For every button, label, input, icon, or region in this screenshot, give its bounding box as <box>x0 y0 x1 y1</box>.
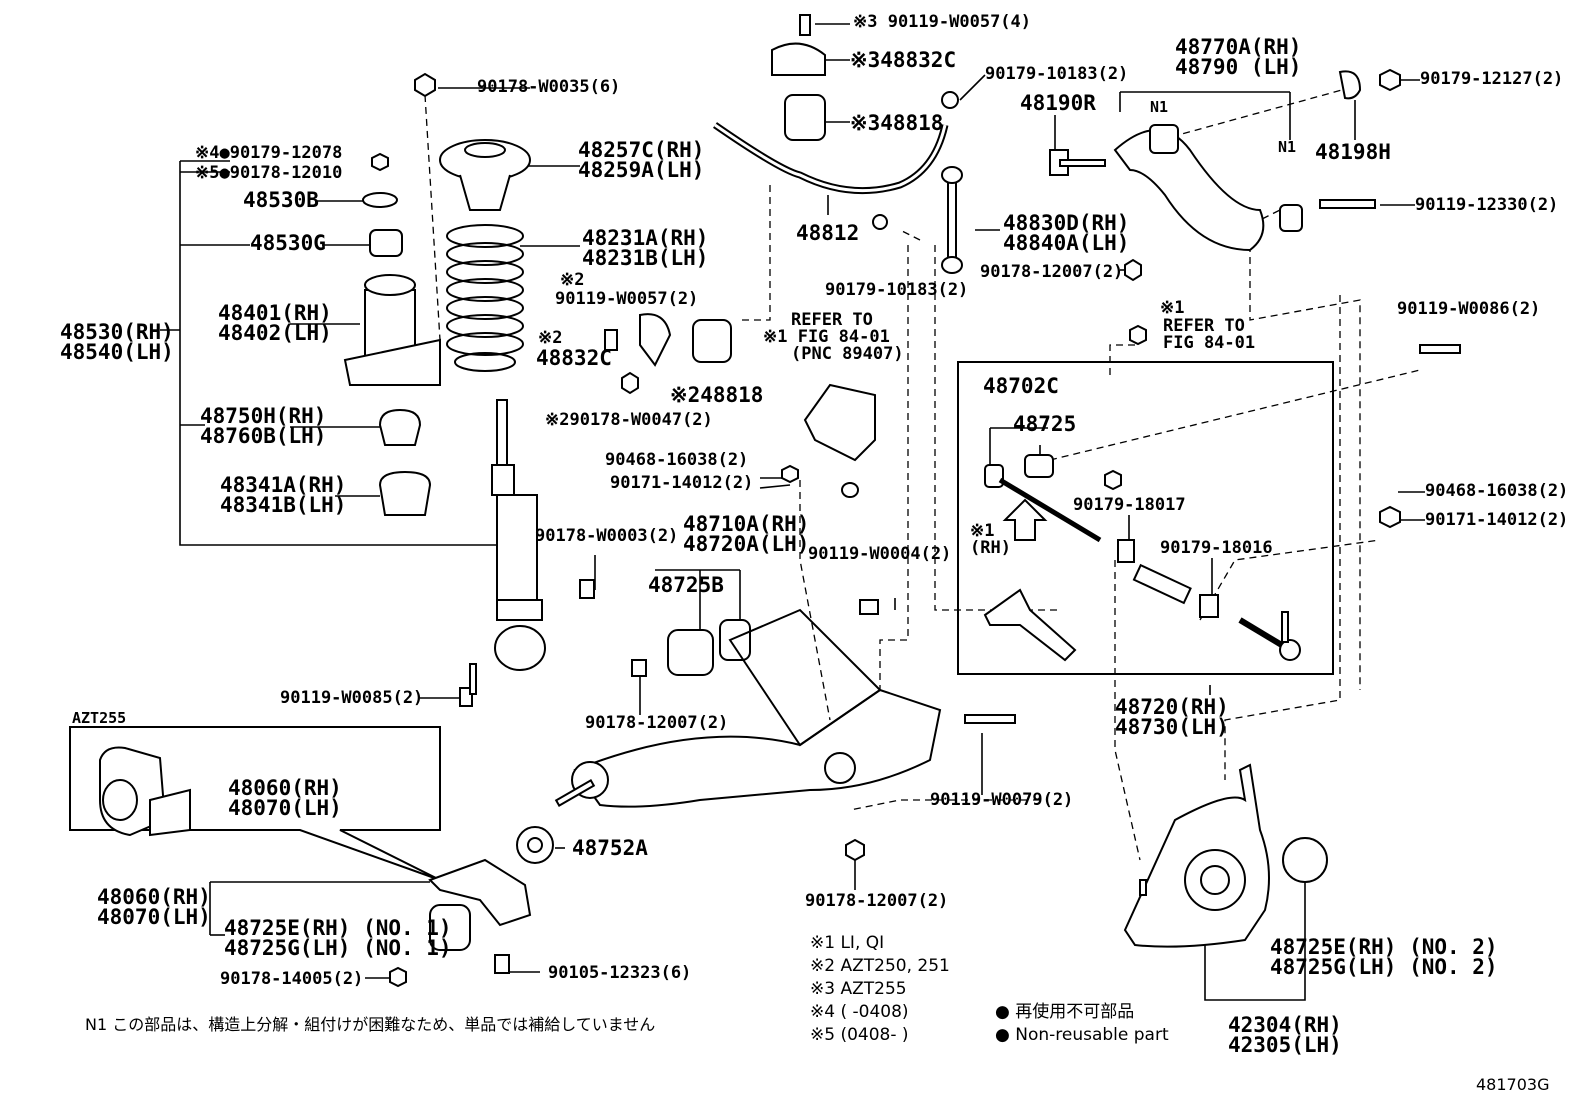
part-label-90468-16038-b: 90468-16038(2) <box>1425 481 1569 501</box>
part-label-90178-W0047: ※290178-W0047(2) <box>545 410 713 430</box>
part-label-90119-W0079: 90119-W0079(2) <box>930 790 1074 810</box>
note-N1-a: N1 <box>1150 98 1169 116</box>
legend-notes: ※1 LI, QI ※2 AZT250, 251 ※3 AZT255 ※4 ( … <box>810 932 950 1047</box>
part-label-48770A: 48770A(RH)48790 (LH) <box>1175 35 1302 79</box>
part-label-90119-W0057-4: ※3 90119-W0057(4) <box>853 12 1032 32</box>
legend-row: ※1 LI, QI <box>810 933 885 953</box>
part-label-48725B: 48725B <box>648 573 724 597</box>
part-label-48752A: 48752A <box>572 836 648 860</box>
part-label-90119-W0004: 90119-W0004(2) <box>808 544 952 564</box>
part-label-90119-W0085: 90119-W0085(2) <box>280 688 424 708</box>
part-label-48190R: 48190R <box>1020 91 1096 115</box>
part-label-90119-12330: 90119-12330(2) <box>1415 195 1559 215</box>
part-label-48832C-3: ※348832C <box>850 48 957 72</box>
part-label-90171-14012-a: 90171-14012(2) <box>610 473 754 493</box>
part-label-90179-12127: 90179-12127(2) <box>1420 69 1564 89</box>
part-label-48401: 48401(RH)48402(LH) <box>218 301 332 345</box>
refer-fig-84-01-a: REFER TO※1 FIG 84-01(PNC 89407) <box>763 310 904 364</box>
part-label-90178-12007-a: 90178-12007(2) <box>980 262 1124 282</box>
part-label-48725E-no1: 48725E(RH) (NO. 1)48725G(LH) (NO. 1) <box>224 916 452 960</box>
part-label-48702C: 48702C <box>983 374 1059 398</box>
part-label-90178-12010: ※5●90178-12010 <box>195 163 343 183</box>
part-label-90178-12007-c: 90178-12007(2) <box>805 891 949 911</box>
note-star1-rh: ※1(RH) <box>970 521 1011 558</box>
note-star2-b: ※2 <box>538 328 563 348</box>
part-label-48710A: 48710A(RH)48720A(LH) <box>683 512 810 556</box>
part-label-48341A: 48341A(RH)48341B(LH) <box>220 473 347 517</box>
note-N1-b: N1 <box>1278 138 1297 156</box>
note-star2-a: ※2 <box>560 270 585 290</box>
part-label-42304: 42304(RH)42305(LH) <box>1228 1013 1342 1057</box>
legend-nonreusable-en: ● Non-reusable part <box>995 1025 1169 1045</box>
model-label-AZT255: AZT255 <box>72 709 127 727</box>
part-label-90178-W0003: 90178-W0003(2) <box>535 526 679 546</box>
part-label-90119-W0086: 90119-W0086(2) <box>1397 299 1541 319</box>
part-label-48060-detail: 48060(RH)48070(LH) <box>228 776 342 820</box>
part-label-90171-14012-b: 90171-14012(2) <box>1425 510 1569 530</box>
part-label-48198H: 48198H <box>1315 140 1391 164</box>
part-label-48818-2: ※248818 <box>670 383 764 407</box>
part-label-90119-W0057-2: 90119-W0057(2) <box>555 289 699 309</box>
part-label-48830D: 48830D(RH)48840A(LH) <box>1003 211 1130 255</box>
part-label-48832C-2: 48832C <box>536 346 612 370</box>
note-star1-b: ※1 <box>1160 298 1185 318</box>
part-label-90179-18017: 90179-18017 <box>1073 495 1186 515</box>
part-label-48060: 48060(RH)48070(LH) <box>97 885 211 929</box>
part-label-48812: 48812 <box>796 221 860 245</box>
part-label-90179-10183-a: 90179-10183(2) <box>985 64 1129 84</box>
part-label-90179-10183-b: 90179-10183(2) <box>825 280 969 300</box>
part-label-48231A: 48231A(RH)48231B(LH) <box>582 226 709 270</box>
part-label-48818-3: ※348818 <box>850 111 944 135</box>
part-label-90468-16038-a: 90468-16038(2) <box>605 450 749 470</box>
part-label-90178-12007-b: 90178-12007(2) <box>585 713 729 733</box>
legend-row: ※5 (0408- ) <box>810 1025 909 1045</box>
part-label-48720: 48720(RH)48730(LH) <box>1115 695 1229 739</box>
part-label-48750H: 48750H(RH)48760B(LH) <box>200 404 327 448</box>
part-label-48530-kit: 48530(RH)48540(LH) <box>60 320 174 364</box>
legend-row: ※3 AZT255 <box>810 979 907 999</box>
note-N1-description: N1 この部品は、構造上分解・組付けが困難なため、単品では補給していません <box>85 1015 656 1034</box>
part-label-48257C: 48257C(RH)48259A(LH) <box>578 138 705 182</box>
part-label-90179-12078: ※4●90179-12078 <box>195 143 343 163</box>
part-label-48725E-no2: 48725E(RH) (NO. 2)48725G(LH) (NO. 2) <box>1270 935 1498 979</box>
part-label-48725: 48725 <box>1013 412 1077 436</box>
legend-nonreusable-jp: ● 再使用不可部品 <box>995 1002 1135 1022</box>
part-label-90178-W0035: 90178-W0035(6) <box>477 77 621 97</box>
part-label-90179-18016: 90179-18016 <box>1160 538 1273 558</box>
part-label-90178-14005: 90178-14005(2) <box>220 969 364 989</box>
legend-row: ※4 ( -0408) <box>810 1002 909 1022</box>
figure-number: 481703G <box>1476 1075 1550 1094</box>
legend-nonreusable: ● 再使用不可部品 ● Non-reusable part <box>995 1001 1169 1047</box>
part-label-90105-12323: 90105-12323(6) <box>548 963 692 983</box>
legend-row: ※2 AZT250, 251 <box>810 956 950 976</box>
part-label-48530G: 48530G <box>250 231 326 255</box>
part-label-48530B: 48530B <box>243 188 319 212</box>
